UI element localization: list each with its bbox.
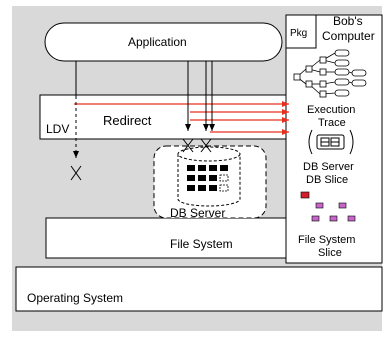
file-system-label: File System [170, 237, 233, 251]
blocked-cross-icon [70, 165, 82, 181]
bobs-computer-title-line1: Bob's [333, 14, 363, 28]
file-system-slice-icon [300, 191, 356, 222]
db-slice-icon [308, 129, 354, 155]
db-blocked-cross-icons [182, 138, 212, 153]
application-box [44, 22, 283, 62]
application-to-db-arrows [185, 61, 215, 131]
bobs-computer-title-line2: Computer [322, 29, 375, 43]
ldv-label: LDV [46, 122, 69, 136]
execution-trace-label-line2: Trace [318, 117, 346, 129]
operating-system-box [15, 266, 383, 312]
fs-slice-label-line2: Slice [318, 247, 342, 259]
execution-trace-tree-icon [293, 49, 367, 98]
redirect-label: Redirect [103, 113, 152, 128]
application-label: Application [128, 35, 187, 49]
pkg-label: Pkg [290, 28, 307, 39]
fs-slice-label-line1: File System [298, 234, 355, 246]
db-server-label: DB Server [170, 206, 225, 220]
db-slice-label-line2: DB Slice [306, 174, 348, 186]
execution-trace-label-line1: Execution [307, 104, 355, 116]
operating-system-label: Operating System [27, 291, 123, 305]
database-cylinder-icon [177, 146, 241, 207]
pkg-box [285, 14, 317, 49]
file-system-box [45, 217, 287, 259]
db-slice-label-line1: DB Server [303, 161, 354, 173]
